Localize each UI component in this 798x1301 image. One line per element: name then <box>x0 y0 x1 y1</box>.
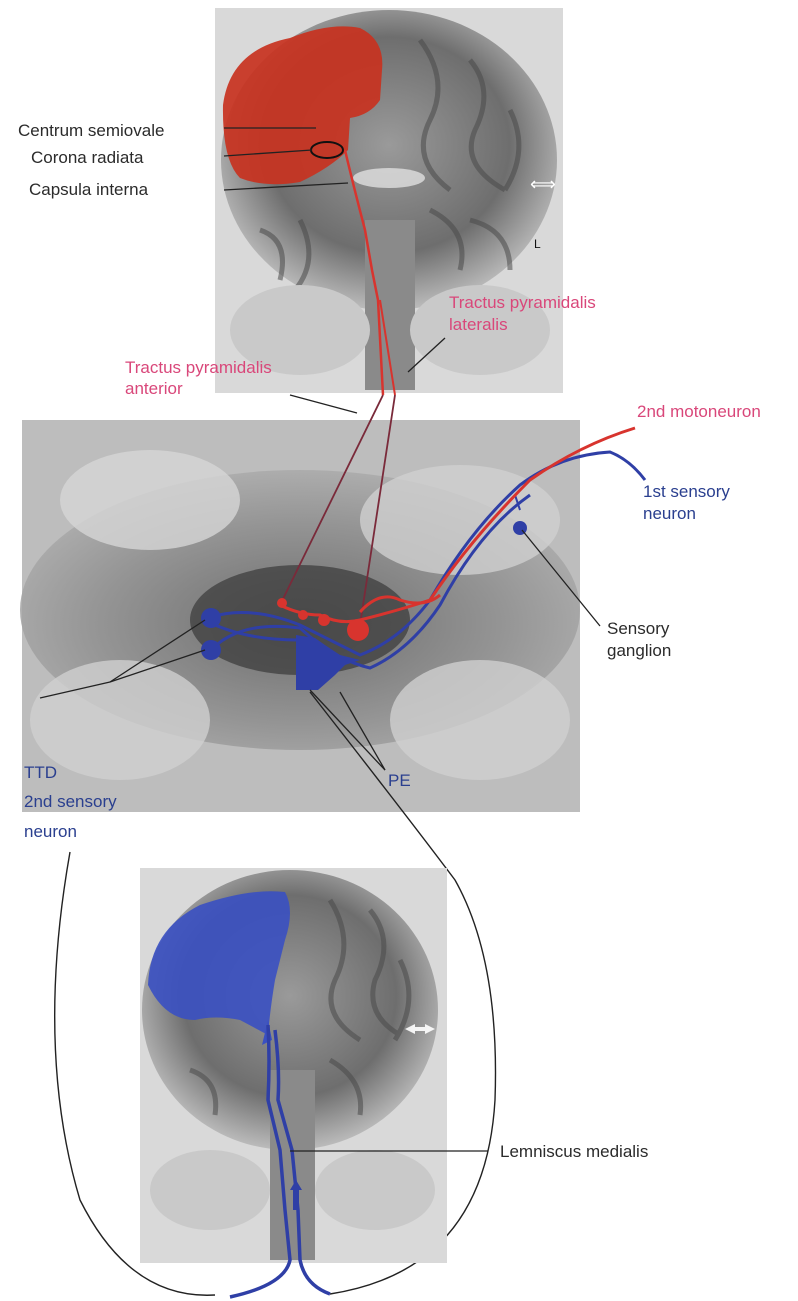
motoneuron-body-small-1 <box>277 598 287 608</box>
label-tractus-pyramidalis-anterior-line-1: Tractus pyramidalis <box>125 358 272 377</box>
label-pe: PE <box>388 771 411 790</box>
second-motoneuron-body <box>347 619 369 641</box>
label-tractus-pyramidalis-lateralis-line-1: Tractus pyramidalis <box>449 293 596 312</box>
label-first-sensory-neuron-line-1: 1st sensory <box>643 482 730 501</box>
motoneuron-body-small-3 <box>318 614 330 626</box>
label-sensory-ganglion-line-1: Sensory <box>607 619 670 638</box>
label-second-sensory-neuron-line-1: 2nd sensory <box>24 792 117 811</box>
label-lemniscus-medialis: Lemniscus medialis <box>500 1142 648 1161</box>
second-sensory-neuron-body-upper <box>201 608 221 628</box>
label-tractus-pyramidalis-anterior-line-2: anterior <box>125 379 183 398</box>
orientation-l-marker: L <box>534 237 541 251</box>
label-capsula-interna: Capsula interna <box>29 180 149 199</box>
label-sensory-ganglion-line-2: ganglion <box>607 641 671 660</box>
label-first-sensory-neuron-line-2: neuron <box>643 504 696 523</box>
label-tractus-pyramidalis-lateralis-line-2: lateralis <box>449 315 508 334</box>
label-second-sensory-neuron-line-2: neuron <box>24 822 77 841</box>
double-arrow-icon: ⟺ <box>530 174 556 195</box>
label-second-motoneuron: 2nd motoneuron <box>637 402 761 421</box>
label-corona-radiata: Corona radiata <box>31 148 144 167</box>
motoneuron-body-small-2 <box>298 610 308 620</box>
bottom-mri-panel <box>140 868 447 1297</box>
label-centrum-semiovale: Centrum semiovale <box>18 121 164 140</box>
label-ttd: TTD <box>24 763 57 782</box>
top-mri-panel: L ⟺ <box>215 8 563 395</box>
